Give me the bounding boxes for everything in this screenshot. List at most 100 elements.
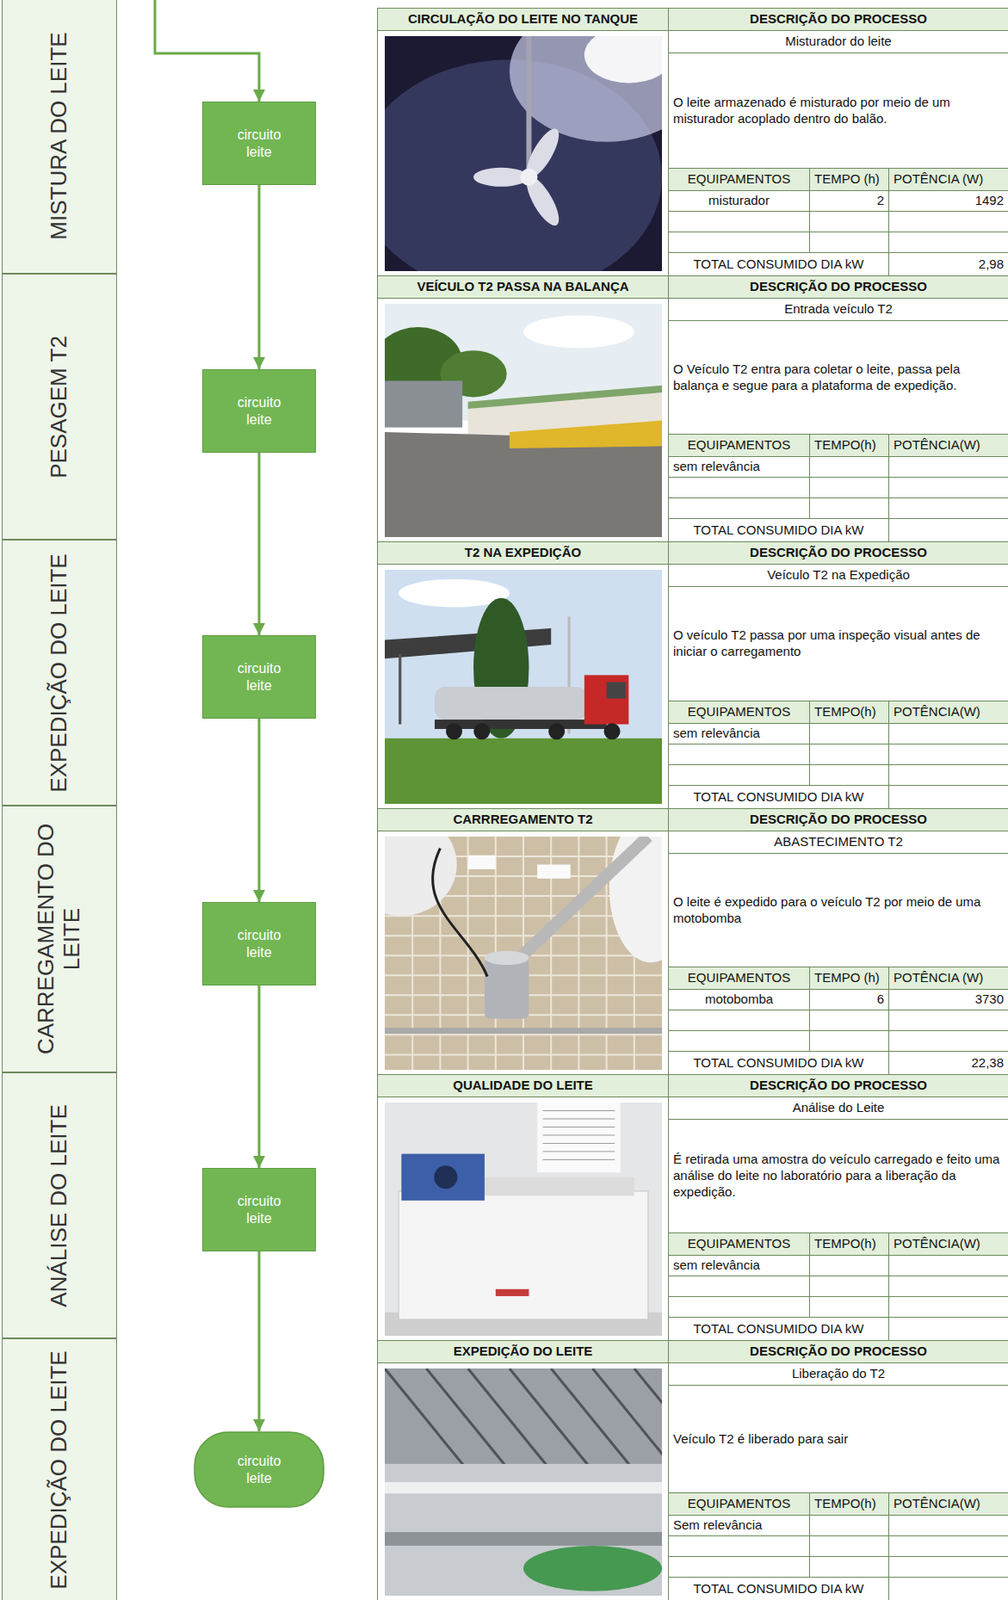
table-cell: EXPEDIÇÃO DO LEITE	[377, 1341, 669, 1364]
process-table: VEÍCULO T2 PASSA NA BALANÇADESCRIÇÃO DO …	[377, 275, 1008, 542]
table-cell: 22,38	[889, 1051, 1008, 1076]
photo-part	[384, 1464, 662, 1596]
stage-band: CARREGAMENTO DO LEITE	[1, 805, 118, 1073]
flow-arrow	[258, 718, 261, 903]
table-cell: EQUIPAMENTOS	[668, 1493, 811, 1516]
process-table: QUALIDADE DO LEITEDESCRIÇÃO DO PROCESSOA…	[377, 1074, 1008, 1341]
table-text: DESCRIÇÃO DO PROCESSO	[749, 11, 928, 28]
process-box: circuito leite	[202, 1168, 316, 1252]
flow-arrow	[258, 185, 261, 370]
photo-part	[426, 1368, 510, 1472]
table-cell	[810, 1031, 890, 1052]
terminal-box: circuito leite	[193, 1431, 325, 1509]
table-cell: TOTAL CONSUMIDO DIA kW	[668, 253, 890, 277]
table-cell	[810, 232, 890, 254]
photo-frame	[377, 1097, 669, 1342]
table-cell: TOTAL CONSUMIDO DIA kW	[668, 785, 890, 810]
photo-part	[593, 1368, 663, 1472]
photo-part	[523, 1546, 662, 1592]
process-box: circuito leite	[202, 369, 316, 453]
table-text: TEMPO(h)	[814, 1236, 877, 1253]
table-cell	[889, 765, 1008, 786]
process-box: circuito leite	[202, 902, 316, 986]
table-text: Análise do Leite	[792, 1100, 885, 1117]
table-cell: TEMPO (h)	[810, 168, 890, 192]
table-cell	[889, 1317, 1008, 1342]
table-cell	[668, 1031, 811, 1052]
table-cell: DESCRIÇÃO DO PROCESSO	[668, 542, 1008, 565]
table-cell: EQUIPAMENTOS	[668, 701, 811, 724]
table-text: 2,98	[978, 256, 1004, 273]
stage-label: PESAGEM T2	[46, 278, 73, 536]
photo-part	[543, 1134, 616, 1136]
stage-label: ANÁLISE DO LEITE	[46, 1076, 73, 1335]
process-label: circuito leite	[222, 126, 296, 161]
stage-label: EXPEDIÇÃO DO LEITE	[46, 544, 73, 802]
table-text: CARRREGAMENTO T2	[452, 811, 593, 829]
table-text: Veículo T2 é liberado para sair	[673, 1431, 848, 1448]
photo-part	[543, 1143, 616, 1145]
table-cell: sem relevância	[668, 1255, 811, 1277]
table-text: TOTAL CONSUMIDO DIA kW	[692, 1581, 864, 1598]
photo-part	[468, 385, 662, 409]
photo-part	[509, 36, 662, 143]
table-cell	[810, 723, 890, 745]
table-cell	[810, 1515, 890, 1537]
table-text: TEMPO(h)	[814, 704, 877, 721]
table-cell	[668, 765, 811, 786]
table-text: DESCRIÇÃO DO PROCESSO	[749, 278, 928, 296]
photo-part	[468, 855, 496, 870]
table-cell	[889, 1557, 1008, 1578]
table-cell	[810, 1276, 890, 1298]
table-cell	[889, 477, 1008, 499]
table-cell	[889, 498, 1008, 520]
photo-part	[606, 682, 627, 699]
table-text: Entrada veículo T2	[784, 301, 893, 318]
table-cell: Sem relevância	[668, 1515, 811, 1537]
photo-part	[543, 1110, 616, 1112]
table-text: Veículo T2 na Expedição	[766, 567, 910, 584]
stage-band: ANÁLISE DO LEITE	[1, 1072, 118, 1339]
table-text: 1492	[975, 192, 1004, 210]
table-cell	[889, 519, 1008, 543]
table-cell	[810, 498, 890, 520]
table-cell: Análise do Leite	[668, 1097, 1008, 1120]
table-text: Sem relevância	[673, 1517, 762, 1534]
table-cell: Entrada veículo T2	[668, 298, 1008, 322]
stage-label: EXPEDIÇÃO DO LEITE	[46, 1342, 73, 1598]
table-cell: sem relevância	[668, 723, 811, 745]
table-cell	[889, 211, 1008, 233]
table-cell: EQUIPAMENTOS	[668, 967, 811, 990]
terminal-shape	[193, 1431, 325, 1509]
photo-part	[384, 1027, 662, 1034]
table-cell: O leite é expedido para o veículo T2 por…	[668, 853, 1008, 968]
process-table: CARRREGAMENTO T2DESCRIÇÃO DO PROCESSOABA…	[377, 808, 1008, 1075]
table-cell	[668, 1010, 811, 1032]
table-cell: O Veículo T2 entra para coletar o leite,…	[668, 321, 1008, 435]
table-text: misturador	[708, 192, 770, 210]
process-table: CIRCULAÇÃO DO LEITE NO TANQUE DESCRIÇÃO D…	[377, 7, 1008, 276]
table-text: Liberação do T2	[791, 1366, 885, 1383]
table-cell: TEMPO(h)	[810, 701, 890, 724]
flow-arrow	[258, 985, 261, 1169]
process-box: circuito leite	[202, 101, 316, 186]
flow-arrow	[258, 452, 261, 636]
photo-frame	[377, 30, 669, 277]
table-cell: POTÊNCIA(W)	[889, 701, 1008, 724]
photo-frame	[377, 298, 669, 543]
table-text: EQUIPAMENTOS	[687, 704, 791, 721]
photo-part	[468, 1177, 635, 1197]
table-text: EQUIPAMENTOS	[687, 970, 791, 987]
table-cell: CIRCULAÇÃO DO LEITE NO TANQUE	[377, 8, 669, 31]
photo-part	[384, 1368, 469, 1472]
photo-part	[468, 1368, 552, 1472]
photo-frame	[377, 831, 669, 1076]
photo-part	[512, 836, 649, 965]
photo-part	[604, 723, 621, 740]
photo-part	[384, 836, 458, 916]
table-cell: EQUIPAMENTOS	[668, 168, 811, 192]
table-cell	[668, 477, 811, 499]
photo-part	[550, 1368, 635, 1472]
table-text: O veículo T2 passa por uma inspeção visu…	[673, 627, 1004, 661]
